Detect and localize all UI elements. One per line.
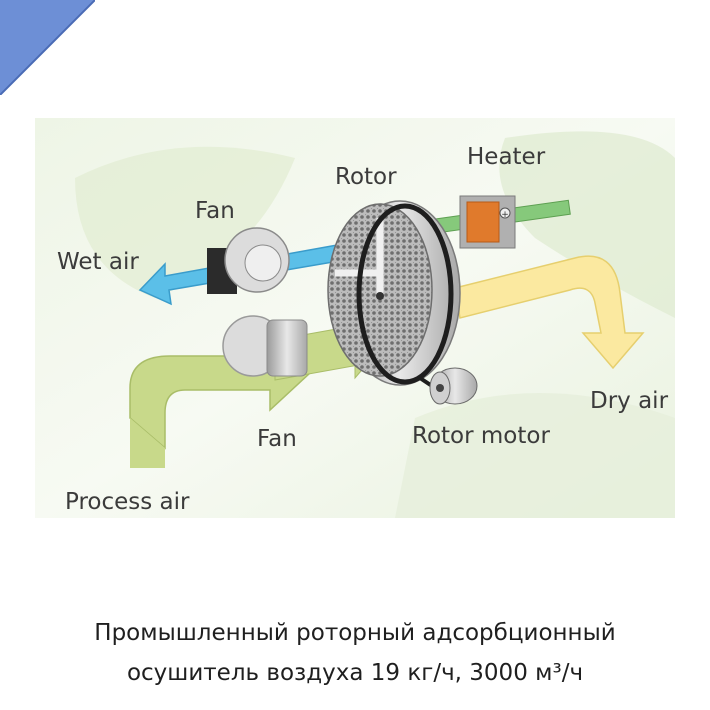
product-caption: Промышленный роторный адсорбционный осуш… [0, 613, 710, 693]
fan-bottom-icon [222, 315, 308, 377]
label-fan-top: Fan [195, 198, 235, 224]
diagram-illustration: + [35, 118, 675, 518]
label-process-air: Process air [65, 489, 190, 515]
fan-top-icon [207, 227, 290, 294]
label-heater: Heater [467, 144, 546, 170]
label-fan-bottom: Fan [257, 426, 297, 452]
svg-text:+: + [501, 210, 509, 220]
rotor-motor-icon [418, 367, 478, 405]
label-wet-air: Wet air [57, 249, 139, 275]
dry-air-arrow [454, 255, 645, 370]
label-rotor-motor: Rotor motor [412, 423, 550, 449]
label-dry-air: Dry air [590, 388, 669, 414]
rotor-icon [327, 200, 461, 386]
caption-line-1: Промышленный роторный адсорбционный [94, 620, 616, 646]
dehumidifier-diagram: + Heater Rotor Fan Wet air Fan Dry air R… [35, 118, 675, 518]
caption-line-2: осушитель воздуха 19 кг/ч, 3000 м³/ч [126, 660, 584, 686]
heater-icon: + [459, 195, 516, 249]
corner-triangle [0, 0, 95, 95]
label-rotor: Rotor [335, 164, 397, 190]
